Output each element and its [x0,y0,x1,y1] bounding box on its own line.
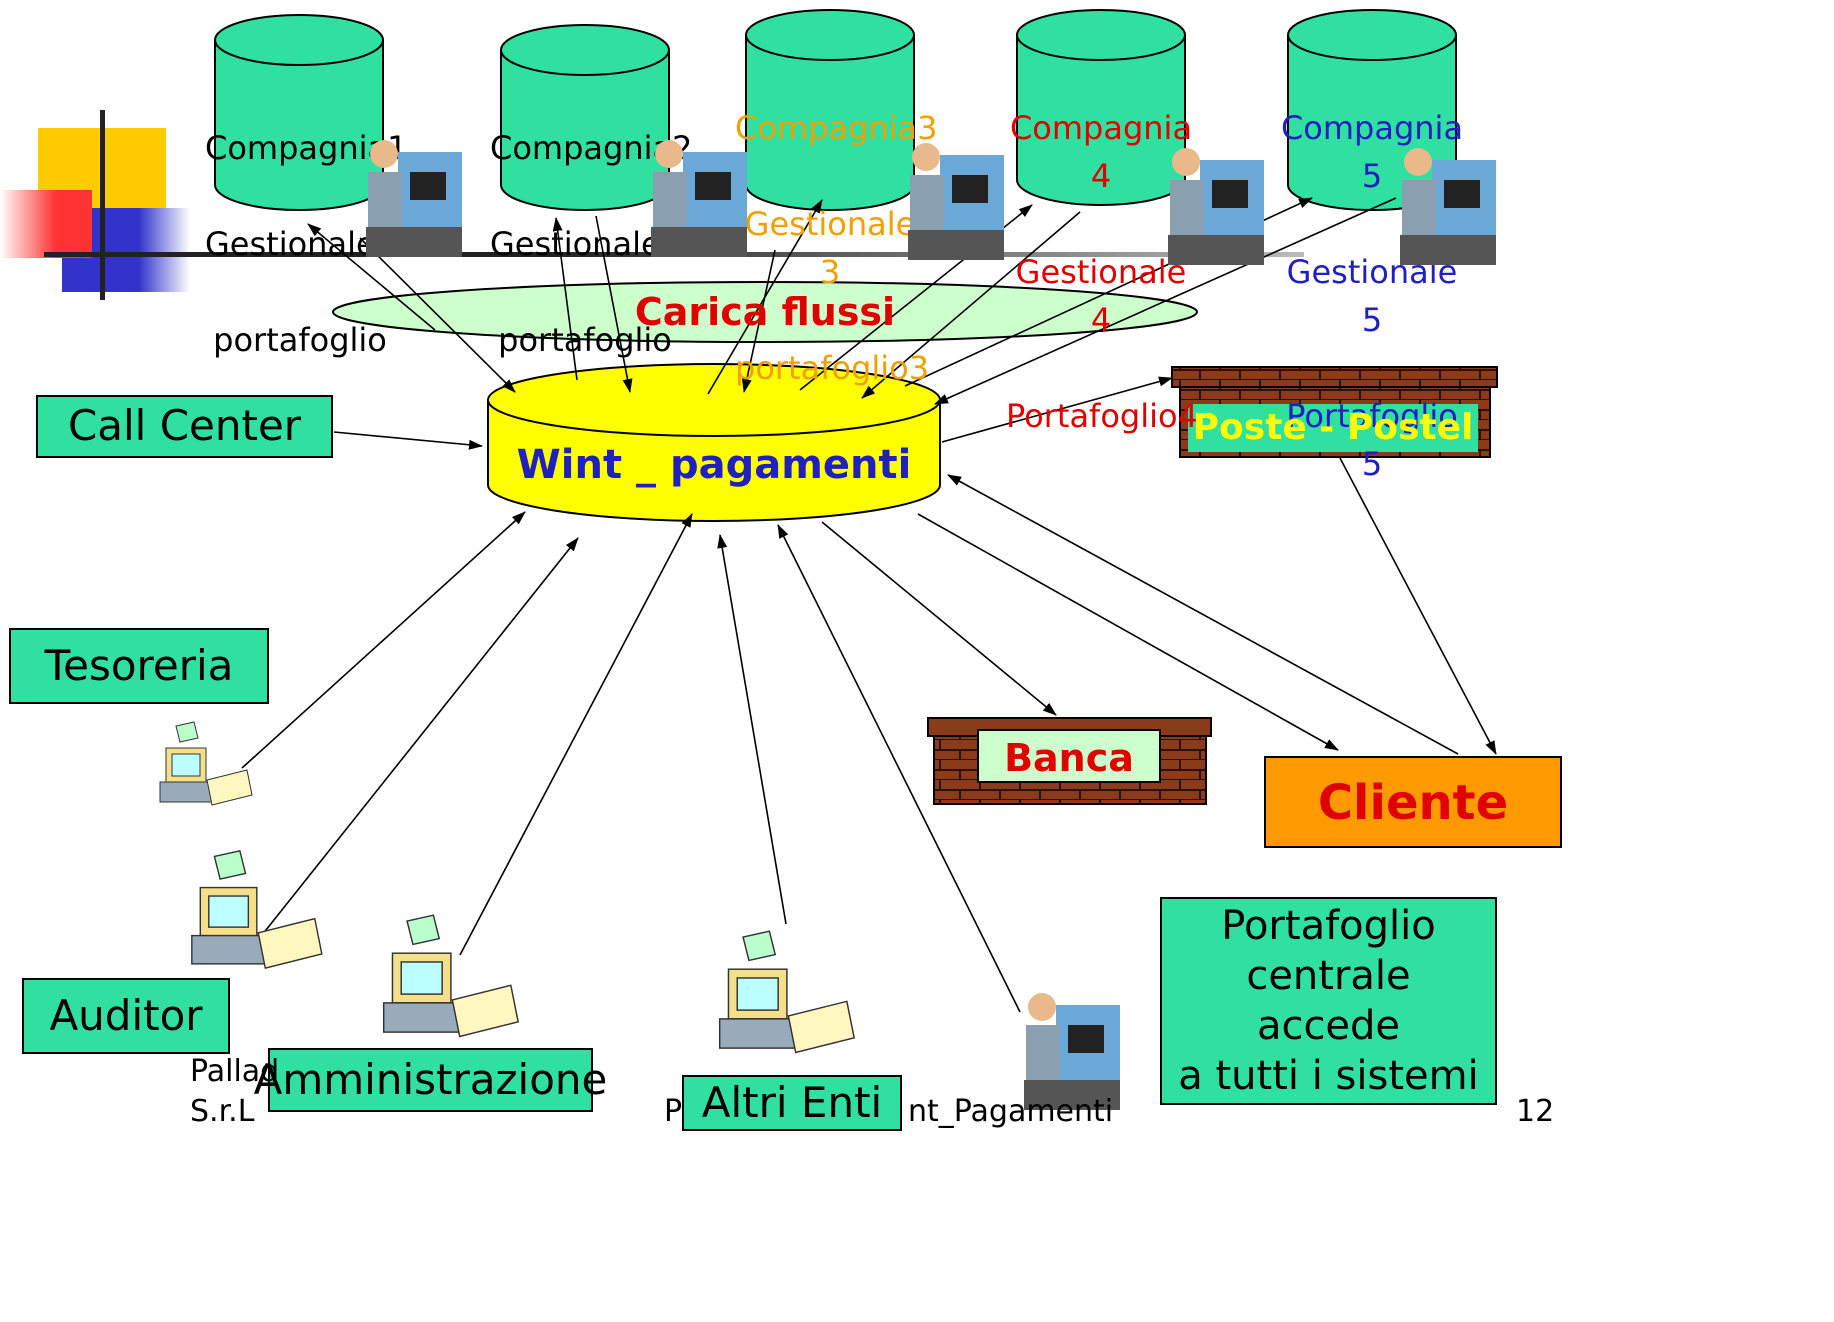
computer-papers-icon [382,914,520,1038]
call-center-box: Call Center [36,395,333,458]
operator-at-computer-icon [1024,993,1120,1110]
database-label-1: Compagnia1 Gestionale1 portafoglio [205,76,407,412]
db3-line1: Compagnia3 [735,109,938,147]
database-cylinder-1 [214,14,384,211]
database-label-4: Compagnia 4 Gestionale 4 Portafoglio4 [1006,56,1198,488]
tesoreria-box: Tesoreria [9,628,269,704]
db5-line1: Compagnia 5 [1280,109,1464,195]
db1-line2: Gestionale1 [205,225,396,263]
auditor-box: Auditor [22,978,230,1054]
portafoglio-centrale-box: Portafoglio centrale accede a tutti i si… [1160,897,1497,1105]
decor-red-square [0,190,92,258]
connector-arrows [241,197,1497,1013]
banca-label: Banca [1004,736,1134,780]
db4-line3: Portafoglio4 [1006,397,1198,435]
cliente-box-shape [1264,756,1562,848]
db4-line2: Gestionale 4 [1015,253,1187,339]
db1-line3: portafoglio [213,321,387,359]
central-db-cylinder [487,363,941,522]
page-number: 12 [1516,1094,1555,1129]
database-cylinder-4 [1016,9,1186,206]
operator-at-computer-icon [1168,148,1264,265]
database-cylinder-2 [500,24,670,211]
poste-building [1171,366,1498,458]
decor-vertical-line [100,110,105,300]
database-label-2: Compagnia2 Gestionale2 portafoglio [490,76,692,412]
banca-building [927,717,1212,805]
poste-postel-label: Poste - Postel [1192,407,1474,448]
altri-enti-box: Altri Enti [682,1075,902,1131]
db3-line3: portafoglio3 [735,349,930,387]
cliente-label: Cliente [1317,775,1509,831]
operator-at-computer-icon [651,140,747,257]
computer-papers-icon [159,721,253,806]
computer-papers-icon [191,849,323,969]
footer-title-suffix: nt_Pagamenti [908,1094,1114,1129]
operator-at-computer-icon [908,143,1004,260]
amministrazione-box: Amministrazione [254,1048,607,1112]
operator-at-computer-icon [366,140,462,257]
db5-line3: Portafoglio 5 [1286,397,1458,483]
central-db-label: Wint _ pagamenti [516,442,912,488]
computer-papers-icon [718,930,856,1054]
db2-line3: portafoglio [498,321,672,359]
carica-flussi-label: Carica flussi [634,290,896,334]
db2-line2: Gestionale2 [490,225,681,263]
db4-line1: Compagnia 4 [1009,109,1193,195]
database-label-5: Compagnia 5 Gestionale 5 Portafoglio 5 [1277,56,1467,536]
db3-line2: Gestionale 3 [744,205,916,291]
footer-title-prefix: P [664,1094,683,1129]
operator-at-computer-icon [1400,148,1496,265]
footer-company: Pallad S.r.L [190,1054,280,1129]
database-cylinder-3 [745,9,915,211]
database-label-3: Compagnia3 Gestionale 3 portafoglio3 [735,56,938,440]
